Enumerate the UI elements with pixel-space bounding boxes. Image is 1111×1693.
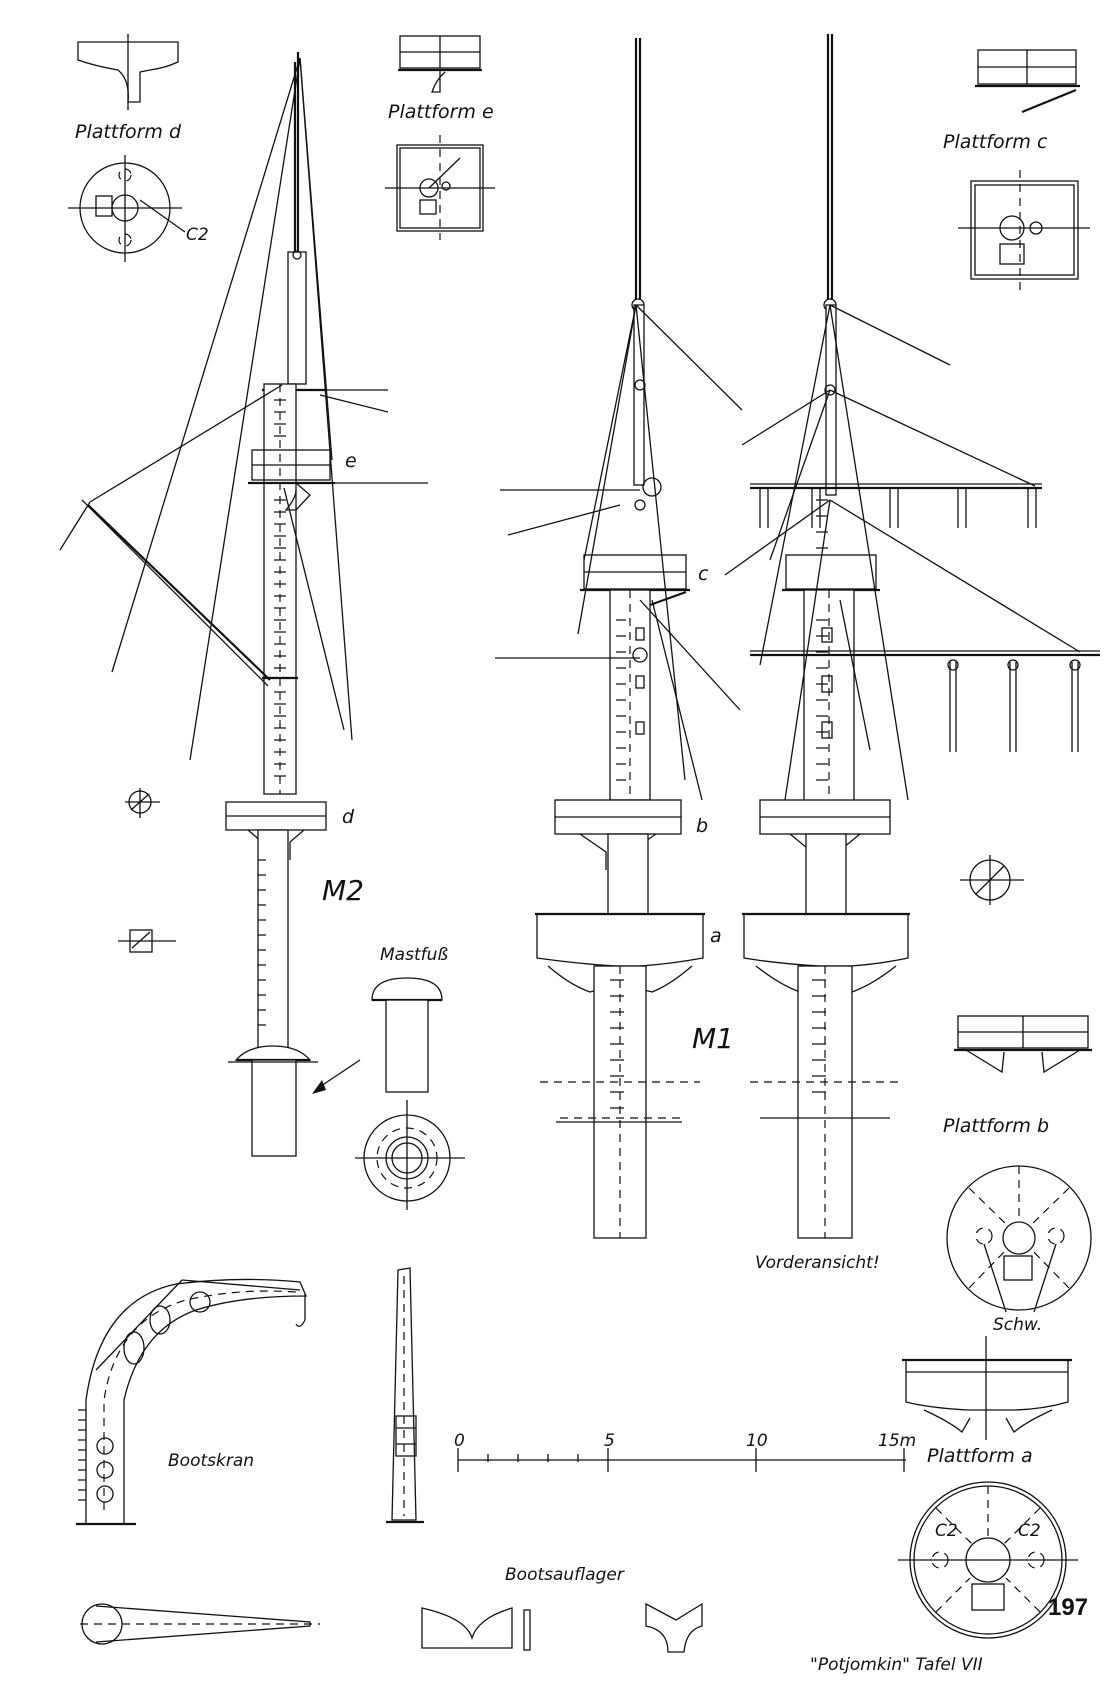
platform-b-label: Plattform b [943,1115,1049,1137]
vorderansicht-label: Vorderansicht! [755,1253,880,1273]
level-c-label-m1: c [698,563,709,585]
platform-c-label: Plattform c [943,131,1048,153]
platform-a-label: Plattform a [927,1445,1033,1467]
bootskran-detail: Bootskran [76,1278,320,1645]
platform-d-detail: Plattform d C2 [68,34,209,262]
platform-e-label: Plattform e [388,101,494,123]
level-a-label-m1: a [710,925,722,947]
platform-a-detail: Plattform a C2 C2 [898,1336,1078,1639]
davit-post-detail [386,1267,424,1524]
bootsauflager-label: Bootsauflager [505,1565,625,1585]
mast-m2-label: M2 [322,874,364,907]
c2-label-a-right: C2 [1018,1521,1041,1541]
m2-tick-marks [274,399,286,777]
schw-label: Schw. [993,1315,1042,1335]
bootskran-label: Bootskran [168,1451,254,1471]
scale-tick-0: 0 [454,1431,465,1451]
platform-c-detail: Plattform c [943,49,1090,290]
mast-m1-label: M1 [692,1022,734,1055]
mast-m1-side: c b a M1 [495,38,743,1239]
sheet-footer: "Potjomkin" Tafel VII [810,1655,983,1675]
scale-bar-minor-ticks [487,1454,579,1462]
m1-front-tick-marks [816,499,828,781]
m1-front-lower-ticks [812,979,826,1093]
scale-tick-10: 10 [746,1431,768,1451]
bootskran-rack-ticks [78,1409,86,1501]
scale-tick-15m: 15m [878,1431,916,1451]
mastfuss-detail: Mastfuß [355,945,465,1210]
section-detail-right [960,855,1024,905]
m2-lower-tick-marks [258,859,266,1026]
mast-m1-front: Vorderansicht! [724,34,1100,1273]
level-d-label-m2: d [342,806,355,828]
scale-bar: 0 5 10 15m [454,1431,916,1472]
level-b-label-m1: b [696,815,708,837]
mast-m2: e d M2 [59,52,428,1157]
mastfuss-label: Mastfuß [380,945,448,965]
level-e-label-m2: e [345,450,357,472]
platform-e-detail: Plattform e [385,35,495,240]
c2-label-a-left: C2 [935,1521,958,1541]
section-details-left [118,788,176,953]
platform-b-detail: Plattform b Schw. [943,1015,1092,1335]
scale-tick-5: 5 [604,1431,615,1451]
m1-upper-tick-marks [616,619,626,781]
m1-lower-tick-marks [610,979,624,1109]
bootsauflager-detail: Bootsauflager [421,1565,703,1653]
platform-d-label: Plattform d [75,121,182,143]
lower-yard-blocks [949,662,1079,752]
page-number: 197 [1048,1594,1088,1621]
upper-yard-blocks [759,488,1037,528]
c2-label-d: C2 [186,225,209,245]
